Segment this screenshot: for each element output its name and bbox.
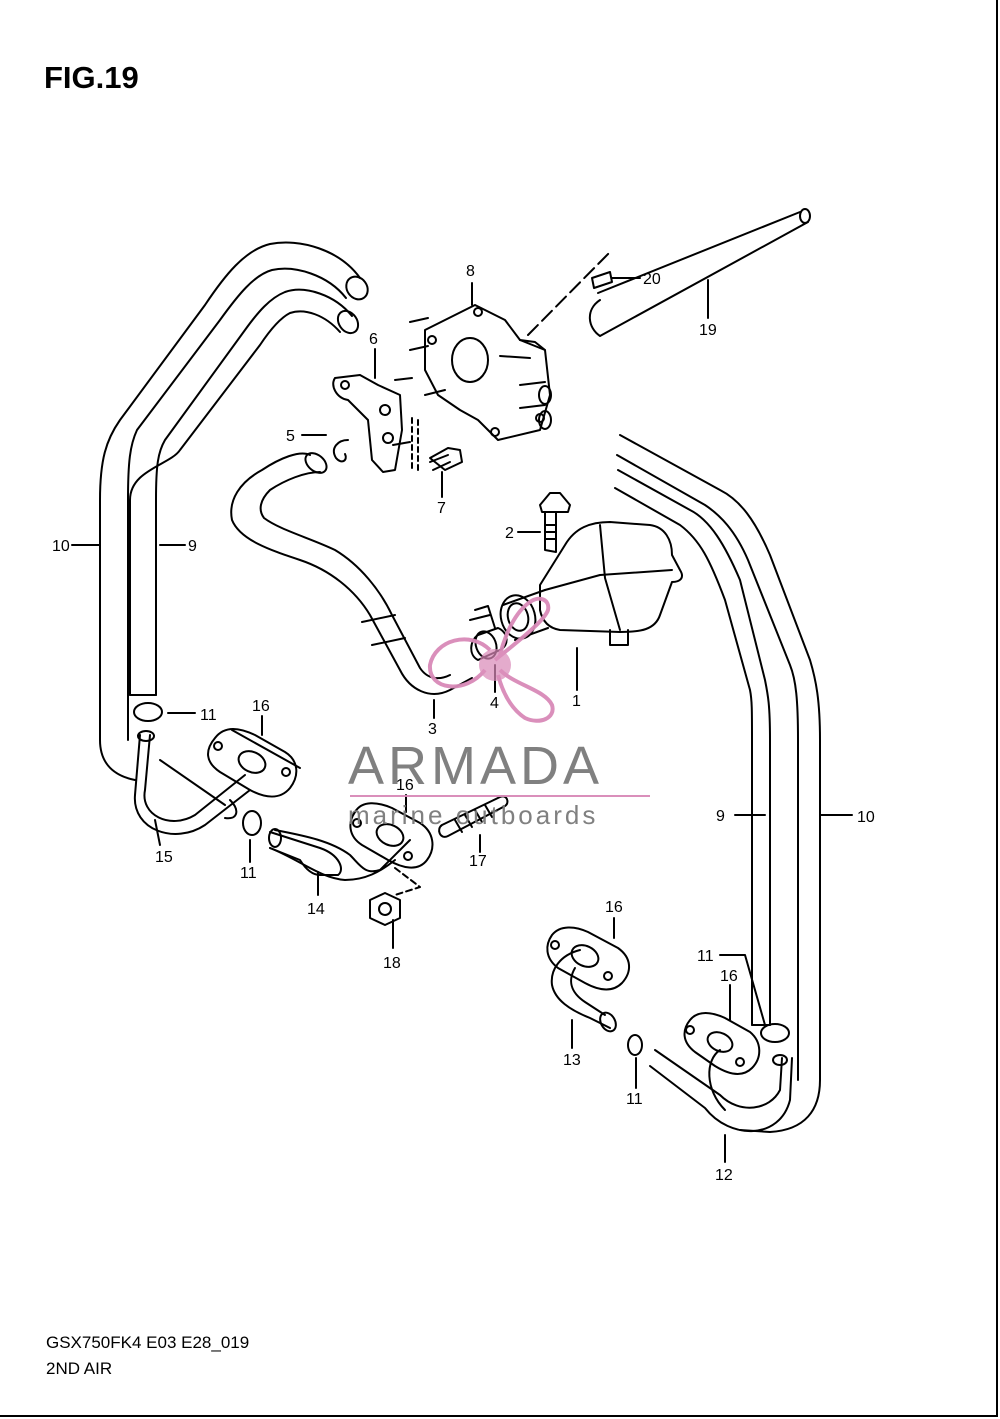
clip-11-d (760, 1023, 790, 1043)
callout-11-c: 11 (626, 1091, 643, 1108)
callout-18: 18 (383, 955, 401, 972)
bolt-2 (539, 492, 571, 513)
bolt-7 (429, 447, 463, 471)
watermark-tagline: marine outboards (348, 800, 598, 830)
clip-11-a (133, 702, 163, 722)
gasket-16-d (683, 1012, 761, 1075)
pipe-13 (550, 949, 611, 1029)
hose-19 (588, 221, 809, 337)
callout-3: 3 (428, 721, 437, 738)
callout-11-a: 11 (200, 707, 217, 724)
clamp-20 (591, 271, 613, 289)
callout-11-b: 11 (240, 865, 257, 882)
nut-18 (369, 892, 401, 926)
hose-9-right (617, 469, 771, 1026)
callout-5: 5 (286, 428, 295, 445)
reed-valve-1 (539, 521, 683, 633)
callout-7: 7 (437, 500, 446, 517)
gasket-16-b (349, 802, 434, 869)
hose-9-left (155, 288, 353, 696)
hose-10-right (619, 434, 821, 1133)
callout-2: 2 (505, 525, 514, 542)
callout-15: 15 (155, 849, 173, 866)
pipe-12 (654, 1049, 783, 1109)
callout-16-a: 16 (252, 698, 270, 715)
callout-9-left: 9 (188, 538, 197, 555)
bracket-6 (332, 374, 403, 473)
callout-8: 8 (466, 263, 475, 280)
hose-3 (230, 452, 473, 695)
callout-10-right: 10 (857, 809, 875, 826)
callout-6: 6 (369, 331, 378, 348)
figure-title: FIG.19 (44, 60, 139, 95)
callout-11-d: 11 (697, 948, 714, 965)
callout-17: 17 (469, 853, 487, 870)
callout-10-left: 10 (52, 538, 70, 555)
pipe-15 (143, 734, 246, 822)
gasket-16-a (207, 728, 298, 798)
callout-13: 13 (563, 1052, 581, 1069)
watermark: ARMADA marine outboards (348, 596, 650, 830)
clip-5 (332, 439, 349, 463)
callout-16-b: 16 (396, 777, 414, 794)
gasket-16-c (546, 926, 630, 991)
callout-16-c: 16 (605, 899, 623, 916)
callout-4: 4 (490, 695, 499, 712)
callout-14: 14 (307, 901, 325, 918)
callout-12: 12 (715, 1167, 733, 1184)
watermark-brand: ARMADA (348, 736, 603, 796)
valve-8 (424, 304, 551, 441)
callout-19: 19 (699, 322, 717, 339)
callout-1: 1 (572, 693, 581, 710)
hose-10-left (99, 241, 361, 781)
figure-name: 2ND AIR (46, 1359, 113, 1378)
callout-20: 20 (643, 271, 661, 288)
callouts: 1 2 3 4 5 6 7 8 9 9 10 10 11 11 11 11 12… (52, 263, 875, 1184)
callout-16-d: 16 (720, 968, 738, 985)
propeller-logo (427, 596, 555, 723)
figure-code: GSX750FK4 E03 E28_019 (46, 1333, 250, 1352)
callout-9-right: 9 (716, 808, 725, 825)
